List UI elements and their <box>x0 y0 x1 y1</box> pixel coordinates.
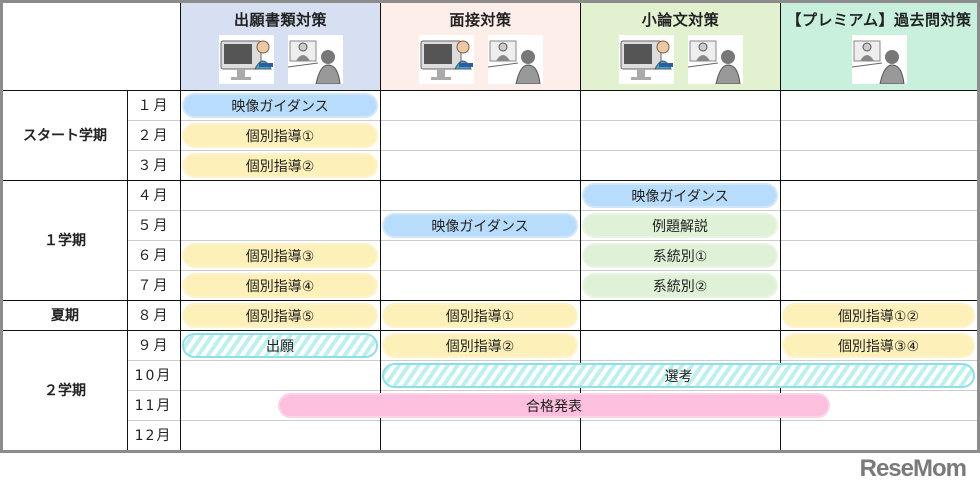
video-lecture-illustration <box>218 35 274 84</box>
month-label: ７月 <box>137 278 170 294</box>
column-title: 小論文対策 <box>641 11 720 29</box>
illustrations <box>581 35 780 85</box>
bar-label: 選考 <box>664 368 693 385</box>
column-header-2: 小論文対策 <box>580 3 780 90</box>
month-label: 12月 <box>134 428 173 444</box>
video-lecture-illustration <box>418 35 474 84</box>
column-divider <box>180 90 181 450</box>
bar-label: 映像ガイダンス <box>631 188 729 205</box>
schedule-bar: 映像ガイダンス <box>182 93 378 118</box>
resemom-logo: ReseMom <box>859 455 967 482</box>
schedule-bar: 個別指導② <box>382 333 578 358</box>
row-divider <box>127 360 977 361</box>
schedule-bar: 例題解説 <box>582 213 778 238</box>
bar-label: 個別指導② <box>245 158 315 175</box>
bar-label: 例題解説 <box>652 218 708 235</box>
online-interview-illustration <box>851 35 907 85</box>
column-divider <box>580 90 581 450</box>
month-label: ６月 <box>137 248 170 264</box>
row-divider <box>127 240 977 241</box>
bar-label: 個別指導①② <box>837 308 920 325</box>
bar-label: 系統別② <box>652 278 708 295</box>
column-header-0: 出願書類対策 <box>180 3 380 90</box>
schedule-bar: 映像ガイダンス <box>382 213 578 238</box>
bar-label: 映像ガイダンス <box>431 218 529 235</box>
schedule-bar: 個別指導①② <box>782 303 975 328</box>
illustrations <box>381 35 580 85</box>
bar-label: 個別指導① <box>445 308 515 325</box>
schedule-bar: 個別指導⑤ <box>182 303 378 328</box>
bar-label: 合格発表 <box>526 398 582 415</box>
month-label: １月 <box>137 98 170 114</box>
month-label: ４月 <box>137 188 170 204</box>
online-interview-illustration <box>487 35 543 85</box>
schedule-bar: 個別指導③ <box>182 243 378 268</box>
video-lecture-illustration <box>618 35 674 84</box>
schedule-bar: 系統別① <box>582 243 778 268</box>
row-divider <box>127 420 977 421</box>
schedule-bar: 選考 <box>382 363 975 388</box>
row-divider <box>127 270 977 271</box>
bar-label: 個別指導④ <box>245 278 315 295</box>
row-divider <box>3 330 977 331</box>
term-label: スタート学期 <box>23 128 107 144</box>
schedule-bar: 出願 <box>182 333 378 358</box>
column-divider <box>780 90 781 450</box>
month-label: ３月 <box>137 158 170 174</box>
term-label: 夏期 <box>51 308 79 324</box>
column-header-3: 【プレミアム】過去問対策 <box>780 3 977 90</box>
schedule-bar: 個別指導① <box>382 303 578 328</box>
month-label: ２月 <box>137 128 170 144</box>
bar-label: 映像ガイダンス <box>231 98 329 115</box>
month-label: ５月 <box>137 218 170 234</box>
schedule-bar: 個別指導④ <box>182 273 378 298</box>
online-interview-illustration <box>687 35 743 85</box>
month-label: 10月 <box>134 368 173 384</box>
schedule-table: 出願書類対策 面接対策 小論文対策 【プレミアム】過去問対策スタート学期 １学期夏期 ２学… <box>0 0 980 453</box>
bar-label: 個別指導⑤ <box>245 308 315 325</box>
bar-label: 個別指導② <box>445 338 515 355</box>
month-label: 11月 <box>134 398 173 414</box>
illustrations <box>181 35 380 85</box>
column-title: 【プレミアム】過去問対策 <box>786 11 972 29</box>
column-divider <box>380 90 381 450</box>
bar-label: 個別指導③④ <box>837 338 920 355</box>
illustrations <box>781 35 977 85</box>
row-divider <box>127 210 977 211</box>
row-divider <box>3 90 977 91</box>
bar-label: 個別指導③ <box>245 248 315 265</box>
row-divider <box>3 300 977 301</box>
row-divider <box>127 120 977 121</box>
month-label: ９月 <box>137 338 170 354</box>
schedule-bar: 個別指導② <box>182 153 378 178</box>
schedule-bar: 系統別② <box>582 273 778 298</box>
row-divider <box>127 390 977 391</box>
bar-label: 出願 <box>266 338 294 355</box>
column-divider <box>127 90 128 450</box>
schedule-bar: 映像ガイダンス <box>582 183 778 208</box>
schedule-bar: 個別指導① <box>182 123 378 148</box>
column-title: 出願書類対策 <box>233 11 327 29</box>
month-label: ８月 <box>137 308 170 324</box>
term-label: ２学期 <box>44 383 86 399</box>
column-header-1: 面接対策 <box>380 3 580 90</box>
online-interview-illustration <box>287 35 343 85</box>
column-title: 面接対策 <box>449 11 512 29</box>
row-divider <box>3 180 977 181</box>
bar-label: 個別指導① <box>245 128 315 145</box>
schedule-bar: 合格発表 <box>278 393 830 418</box>
row-divider <box>127 150 977 151</box>
term-label: １学期 <box>44 233 86 249</box>
schedule-bar: 個別指導③④ <box>782 333 975 358</box>
bar-label: 系統別① <box>652 248 708 265</box>
